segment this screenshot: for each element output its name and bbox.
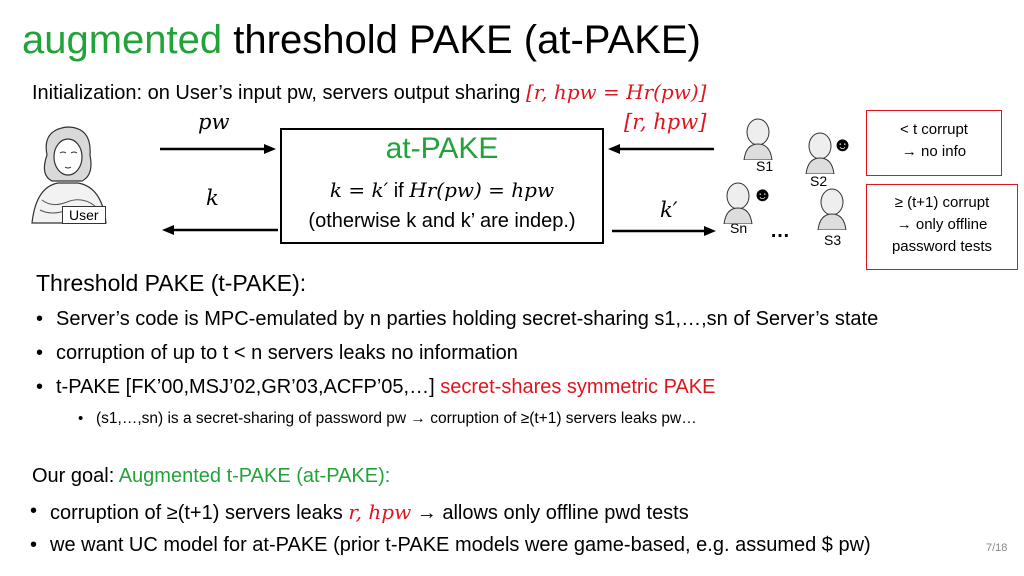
goal-label: Our goal: bbox=[32, 465, 119, 487]
k-prime-label: k′ bbox=[660, 198, 678, 222]
devil-icon: ☻ bbox=[832, 134, 854, 156]
goal-bullet-post: → allows only offline pwd tests bbox=[411, 502, 689, 524]
corrupt-lt-t-line2: → no info bbox=[901, 143, 967, 160]
initialization-line: Initialization: on User’s input pw, serv… bbox=[32, 80, 706, 105]
right-arrow-icon bbox=[160, 144, 276, 154]
box-otherwise: (otherwise k and k’ are indep.) bbox=[308, 210, 576, 232]
devil-icon: ☻ bbox=[752, 184, 774, 206]
goal-heading: Our goal: Augmented t-PAKE (at-PAKE): bbox=[32, 465, 390, 488]
goal-bullet-corruption: corruption of ≥(t+1) servers leaks r, hp… bbox=[30, 500, 689, 525]
tpake-refs-text: t-PAKE [FK’00,MSJ’02,GR’03,ACFP’05,…] bbox=[56, 376, 441, 398]
goal-green-text: Augmented t-PAKE (at-PAKE): bbox=[118, 465, 391, 487]
box-condition-if: if bbox=[388, 180, 410, 202]
pw-label: pw bbox=[198, 110, 230, 134]
page-number: 7/18 bbox=[986, 542, 1008, 554]
goal-bullet-uc-model: we want UC model for at-PAKE (prior t-PA… bbox=[30, 534, 871, 557]
server-s1-label: S1 bbox=[756, 158, 774, 174]
corrupt-lt-t-line1: < t corrupt bbox=[900, 121, 968, 138]
bullet-tpake-refs: t-PAKE [FK’00,MSJ’02,GR’03,ACFP’05,…] se… bbox=[36, 376, 716, 399]
servers-ellipsis: … bbox=[770, 220, 790, 242]
bullet-mpc: Server’s code is MPC-emulated by n parti… bbox=[36, 308, 878, 331]
r-hpw-label: [r, hpw] bbox=[624, 110, 707, 134]
server-s3-label: S3 bbox=[824, 232, 842, 248]
title-augmented: augmented bbox=[22, 18, 223, 62]
initialization-text: Initialization: on User’s input pw, serv… bbox=[32, 82, 526, 104]
corrupt-ge-t1-line3: password tests bbox=[891, 238, 993, 255]
server-sn-portrait-icon bbox=[723, 182, 753, 224]
server-s2-label: S2 bbox=[810, 173, 828, 189]
corrupt-ge-t1-line1: ≥ (t+1) corrupt bbox=[894, 194, 990, 211]
box-title: at-PAKE bbox=[385, 132, 499, 165]
user-label: User bbox=[62, 206, 106, 224]
box-condition-math2: Hr(pw) = hpw bbox=[409, 178, 555, 202]
corrupt-lt-t-box: < t corrupt → no info bbox=[866, 110, 1002, 176]
left-arrow-icon bbox=[162, 225, 278, 235]
sub-bullet-secret-sharing: (s1,…,sn) is a secret-sharing of passwor… bbox=[78, 410, 697, 428]
server-s1-portrait-icon bbox=[743, 118, 773, 160]
slide-title: augmented threshold PAKE (at-PAKE) bbox=[22, 18, 701, 63]
title-rest: threshold PAKE (at-PAKE) bbox=[233, 18, 701, 62]
k-label: k bbox=[206, 186, 219, 210]
goal-bullet-math: r, hpw bbox=[348, 500, 412, 524]
right-arrow-icon bbox=[612, 226, 716, 236]
box-condition-math1: k = k′ bbox=[329, 178, 389, 202]
initialization-math: [r, hpw = Hr(pw)] bbox=[525, 80, 707, 104]
box-condition: k = k′ if Hr(pw) = hpw bbox=[282, 178, 602, 203]
server-sn-label: Sn bbox=[730, 220, 748, 236]
tpake-heading: Threshold PAKE (t-PAKE): bbox=[36, 270, 307, 296]
corrupt-ge-t1-box: ≥ (t+1) corrupt → only offline password … bbox=[866, 184, 1018, 270]
tpake-refs-red: secret-shares symmetric PAKE bbox=[440, 376, 716, 398]
server-s3-portrait-icon bbox=[817, 188, 847, 230]
left-arrow-icon bbox=[608, 144, 714, 154]
corrupt-ge-t1-line2: → only offline bbox=[896, 216, 988, 233]
goal-bullet-pre: corruption of ≥(t+1) servers leaks bbox=[50, 502, 349, 524]
server-s2-portrait-icon bbox=[805, 132, 835, 174]
at-pake-box: at-PAKE k = k′ if Hr(pw) = hpw (otherwis… bbox=[280, 128, 604, 244]
bullet-corruption: corruption of up to t < n servers leaks … bbox=[36, 342, 518, 365]
